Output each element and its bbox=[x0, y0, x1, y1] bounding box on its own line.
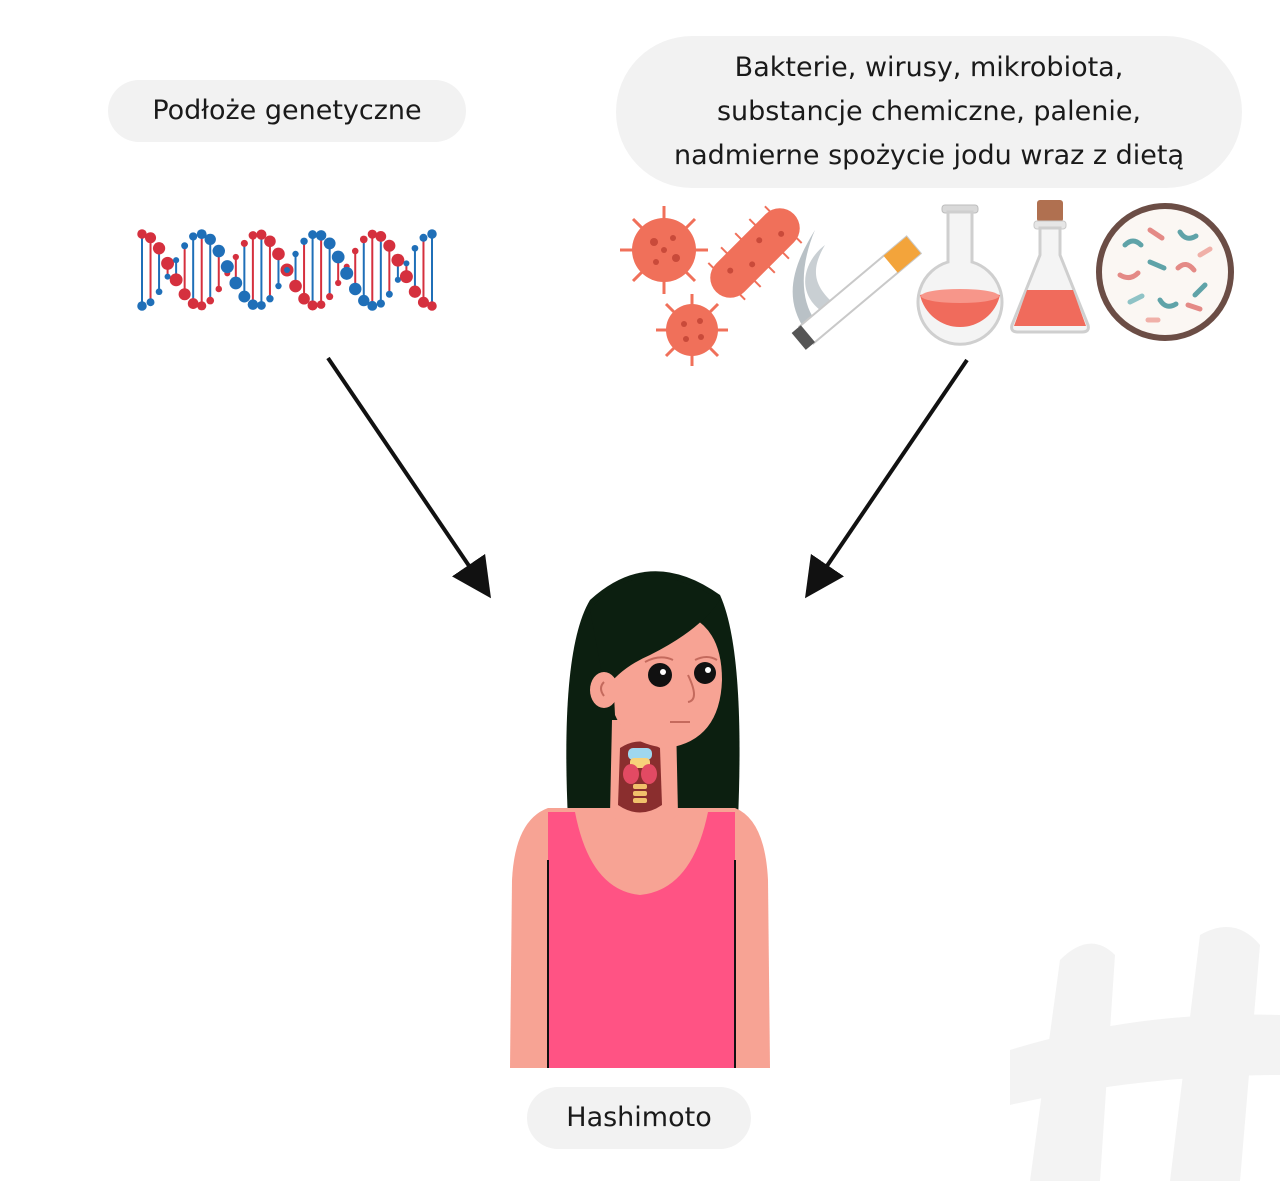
dna-node bbox=[367, 300, 378, 311]
virus-icon bbox=[656, 294, 728, 366]
dna-node bbox=[417, 296, 430, 308]
dna-node bbox=[411, 244, 419, 252]
dna-node bbox=[204, 233, 216, 246]
dna-node bbox=[419, 233, 428, 242]
dna-node bbox=[300, 237, 308, 245]
woman-thyroid-illustration bbox=[510, 571, 770, 1068]
thyroid-icon bbox=[618, 741, 662, 813]
outcome-label: Hashimoto bbox=[527, 1087, 751, 1149]
dna-node bbox=[229, 276, 243, 290]
dna-node bbox=[403, 260, 410, 267]
dna-node bbox=[187, 298, 199, 309]
environment-label: Bakterie, wirusy, mikrobiota, substancje… bbox=[616, 36, 1242, 188]
dna-node bbox=[289, 279, 302, 293]
dna-node bbox=[164, 273, 171, 280]
environment-line-2: substancje chemiczne, palenie, bbox=[716, 96, 1142, 127]
dna-node bbox=[367, 229, 377, 239]
dna-node bbox=[284, 267, 290, 273]
dna-node bbox=[206, 296, 215, 305]
dna-node bbox=[340, 266, 354, 280]
dna-node bbox=[358, 294, 370, 307]
dna-node bbox=[348, 282, 362, 296]
dna-node bbox=[383, 239, 396, 252]
dna-node bbox=[307, 300, 318, 311]
dna-node bbox=[394, 276, 401, 283]
dna-node bbox=[248, 231, 258, 240]
dna-node bbox=[247, 299, 259, 310]
dna-node bbox=[256, 300, 266, 310]
dna-node bbox=[240, 239, 248, 247]
dna-node bbox=[335, 279, 342, 287]
dna-node bbox=[197, 301, 207, 311]
dna-node bbox=[399, 270, 413, 284]
dna-node bbox=[351, 247, 359, 255]
dna-node bbox=[315, 230, 327, 241]
dna-node bbox=[326, 293, 334, 301]
dna-node bbox=[137, 301, 147, 311]
dna-node bbox=[308, 230, 318, 240]
genetic-arrow bbox=[326, 356, 491, 599]
dna-helix-icon bbox=[137, 229, 437, 311]
dna-node bbox=[272, 247, 285, 261]
dna-node bbox=[144, 232, 157, 244]
dna-node bbox=[232, 253, 239, 261]
dna-node bbox=[292, 250, 299, 258]
dna-node bbox=[173, 257, 180, 264]
dna-node bbox=[275, 282, 282, 290]
environment-arrow bbox=[805, 358, 969, 599]
virus-icon bbox=[620, 206, 708, 294]
dna-node bbox=[323, 237, 336, 250]
dna-node bbox=[385, 290, 393, 298]
environment-line-1: Bakterie, wirusy, mikrobiota, bbox=[734, 52, 1124, 83]
dna-node bbox=[137, 229, 147, 239]
dna-node bbox=[152, 242, 166, 255]
dna-node bbox=[196, 229, 207, 240]
dna-node bbox=[298, 292, 310, 305]
dna-node bbox=[220, 260, 234, 274]
dna-node bbox=[376, 299, 385, 308]
dna-node bbox=[256, 229, 267, 240]
environment-line-3: nadmierne spożycie jodu wraz z dietą bbox=[673, 140, 1185, 171]
dna-node bbox=[316, 300, 326, 309]
dna-node bbox=[155, 288, 163, 296]
genetic-label: Podłoże genetyczne bbox=[108, 80, 466, 142]
round-flask-icon bbox=[916, 204, 1004, 346]
dna-node bbox=[161, 256, 175, 270]
petri-dish-icon bbox=[1096, 203, 1234, 341]
dna-node bbox=[427, 229, 437, 239]
dna-node bbox=[359, 235, 368, 244]
dna-node bbox=[408, 285, 422, 298]
dna-node bbox=[178, 288, 191, 301]
dna-node bbox=[169, 273, 183, 287]
dna-node bbox=[266, 295, 274, 303]
dna-node bbox=[375, 231, 387, 242]
dna-node bbox=[391, 253, 405, 267]
dna-node bbox=[181, 242, 189, 250]
bacterium-icon bbox=[707, 205, 803, 301]
dna-node bbox=[427, 301, 437, 311]
cigarette-icon bbox=[791, 230, 923, 350]
dna-node bbox=[212, 244, 226, 258]
conical-flask-icon bbox=[1010, 200, 1090, 334]
dna-node bbox=[264, 235, 276, 248]
dna-node bbox=[238, 290, 251, 303]
dna-node bbox=[215, 285, 223, 293]
dna-node bbox=[189, 232, 198, 241]
dna-node bbox=[331, 250, 345, 264]
dna-node bbox=[146, 298, 155, 307]
